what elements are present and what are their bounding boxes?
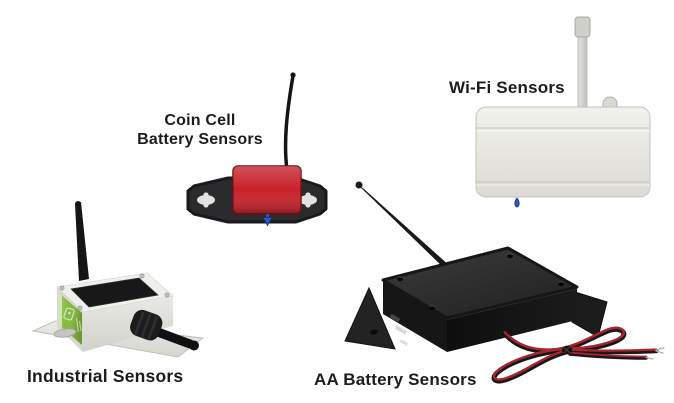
industrial-top-panel bbox=[70, 277, 159, 308]
aa-battery-sensors-label: AA Battery Sensors bbox=[314, 370, 477, 389]
coin-cell-sensor-image bbox=[186, 72, 328, 227]
aa-power-wires bbox=[491, 326, 665, 384]
status-led-icon bbox=[262, 213, 273, 227]
aa-mount-flanges bbox=[344, 286, 608, 350]
status-led-icon bbox=[514, 197, 520, 208]
flange-slot-hole bbox=[53, 328, 77, 338]
coin-cell-face bbox=[232, 165, 302, 215]
screw-holes bbox=[397, 253, 564, 311]
label-logo-icon bbox=[63, 307, 75, 321]
industrial-sensors-label: Industrial Sensors bbox=[27, 366, 184, 386]
industrial-probe bbox=[130, 309, 199, 351]
industrial-antenna bbox=[75, 201, 89, 281]
aa-enclosure bbox=[381, 246, 579, 352]
coin-cell-sensors-label: Coin Cell Battery Sensors bbox=[137, 112, 263, 148]
coin-cell-antenna bbox=[283, 72, 296, 172]
wifi-sensors-label: Wi-Fi Sensors bbox=[449, 78, 565, 97]
mount-hole-right bbox=[299, 192, 317, 208]
aa-battery-sensor-image bbox=[344, 181, 665, 384]
wifi-enclosure bbox=[475, 106, 651, 198]
aa-side-markings bbox=[389, 313, 408, 346]
industrial-enclosure bbox=[53, 272, 174, 352]
screw-holes bbox=[59, 273, 170, 311]
bare-wire-tips bbox=[645, 346, 665, 360]
mount-hole-left bbox=[197, 192, 215, 208]
wifi-antenna bbox=[574, 16, 591, 111]
wifi-sensor-image bbox=[475, 16, 651, 208]
aa-antenna bbox=[355, 181, 451, 270]
industrial-sensor-image bbox=[31, 201, 205, 358]
